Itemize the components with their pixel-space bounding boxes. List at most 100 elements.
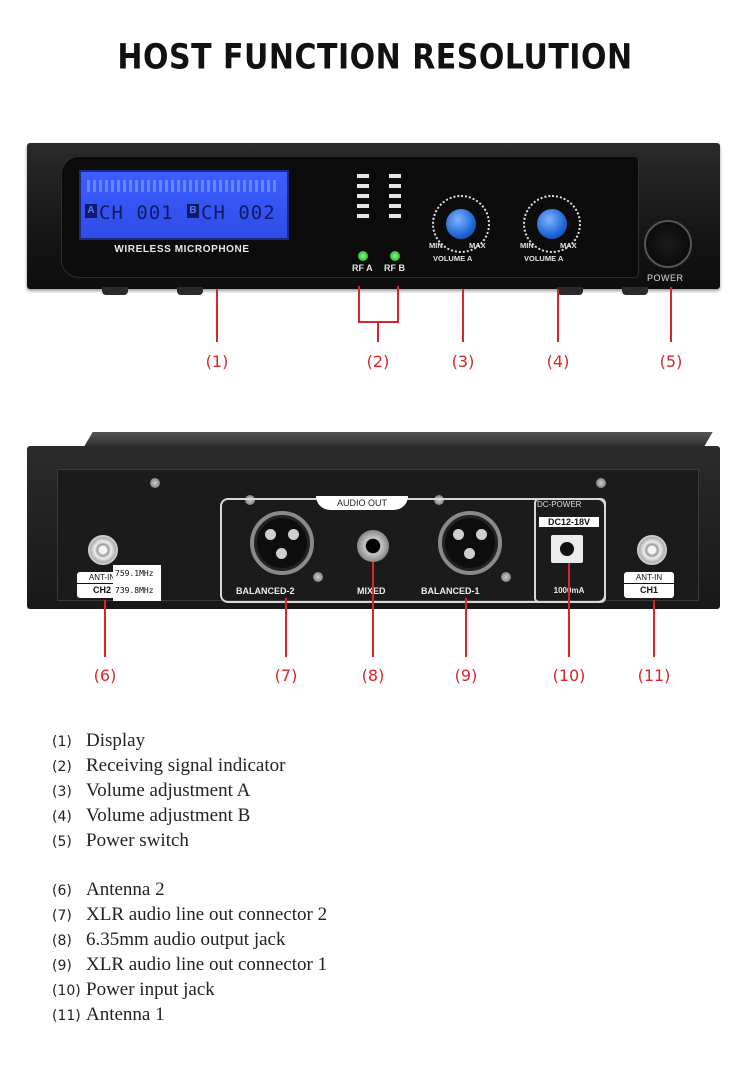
volume-a-knob[interactable] bbox=[446, 209, 476, 239]
lcd-level-row bbox=[87, 180, 277, 192]
volume-b-knob[interactable] bbox=[537, 209, 567, 239]
dc-power-jack bbox=[551, 535, 583, 563]
legend-text: Receiving signal indicator bbox=[86, 755, 286, 776]
legend-item: (5) Power switch bbox=[52, 828, 452, 853]
screw bbox=[596, 478, 606, 488]
volume-b-scale bbox=[523, 195, 581, 253]
lcd-display: A CH 001 B CH 002 bbox=[79, 170, 289, 240]
mixed-label: MIXED bbox=[357, 586, 386, 596]
dc-power-panel bbox=[534, 498, 606, 603]
rf-a-led bbox=[358, 251, 368, 261]
callout-number-5: (5) bbox=[659, 352, 683, 371]
rf-b-bars bbox=[389, 174, 401, 224]
volume-b-min: MIN bbox=[520, 241, 534, 250]
legend-item: (4) Volume adjustment B bbox=[52, 803, 452, 828]
rf-a-label: RF A bbox=[352, 263, 373, 273]
balanced-2-label: BALANCED-2 bbox=[236, 586, 295, 596]
legend-number: (11) bbox=[52, 1008, 81, 1024]
front-foot bbox=[102, 287, 128, 295]
screw bbox=[501, 572, 511, 582]
callout-line-1 bbox=[216, 289, 218, 342]
callout-line-2 bbox=[377, 321, 379, 342]
legend-item: (7) XLR audio line out connector 2 bbox=[52, 902, 452, 927]
legend-front: (1) Display (2) Receiving signal indicator… bbox=[52, 728, 452, 853]
legend-number: (7) bbox=[52, 908, 72, 924]
legend-number: (3) bbox=[52, 784, 72, 800]
legend-item: (6) Antenna 2 bbox=[52, 877, 452, 902]
legend-text: Power switch bbox=[86, 830, 189, 851]
legend-number: (6) bbox=[52, 883, 72, 899]
callout-line-6 bbox=[104, 600, 106, 657]
xlr-balanced-1 bbox=[438, 511, 502, 575]
legend-number: (9) bbox=[52, 958, 72, 974]
dc-voltage-label: DC12-18V bbox=[539, 517, 599, 527]
callout-line-10 bbox=[568, 563, 570, 657]
callout-number-6: (6) bbox=[93, 666, 117, 685]
legend-item: (8) 6.35mm audio output jack bbox=[52, 927, 452, 952]
legend-item: (10) Power input jack bbox=[52, 977, 452, 1002]
legend-item: (9) XLR audio line out connector 1 bbox=[52, 952, 452, 977]
rf-b-label: RF B bbox=[384, 263, 405, 273]
rf-b-led bbox=[390, 251, 400, 261]
legend-number: (8) bbox=[52, 933, 72, 949]
legend-item: (2) Receiving signal indicator bbox=[52, 753, 452, 778]
legend-number: (1) bbox=[52, 734, 72, 750]
legend-rear: (6) Antenna 2 (7) XLR audio line out conne… bbox=[52, 877, 452, 1027]
brand-line: WIRELESS MICROPHONE bbox=[114, 244, 250, 255]
legend-number: (4) bbox=[52, 809, 72, 825]
antenna-1-label-top: ANT-IN bbox=[624, 572, 674, 584]
antenna-1-label: ANT-IN CH1 bbox=[624, 572, 674, 598]
legend-text: XLR audio line out connector 1 bbox=[86, 954, 328, 975]
callout-number-9: (9) bbox=[454, 666, 478, 685]
frequency-1: 759.1MHz bbox=[115, 569, 154, 578]
legend-text: Volume adjustment B bbox=[86, 805, 251, 826]
lcd-channel-a: CH 001 bbox=[99, 202, 174, 224]
legend-item: (1) Display bbox=[52, 728, 452, 753]
callout-line-7 bbox=[285, 598, 287, 657]
callout-line-2b bbox=[397, 286, 399, 322]
front-foot bbox=[177, 287, 203, 295]
receiver-front-panel: A CH 001 B CH 002 WIRELESS MICROPHONE RF… bbox=[27, 143, 720, 295]
legend-number: (2) bbox=[52, 759, 72, 775]
legend-text: Display bbox=[86, 730, 146, 751]
antenna-2-connector bbox=[88, 535, 118, 565]
volume-a-max: MAX bbox=[469, 241, 486, 250]
callout-number-10: (10) bbox=[552, 666, 586, 685]
callout-line-3 bbox=[462, 289, 464, 342]
antenna-1-label-bottom: CH1 bbox=[639, 585, 658, 595]
callout-line-11 bbox=[653, 600, 655, 657]
volume-a-min: MIN bbox=[429, 241, 443, 250]
legend-text: XLR audio line out connector 2 bbox=[86, 904, 328, 925]
volume-b-max: MAX bbox=[560, 241, 577, 250]
callout-line-2a bbox=[358, 286, 360, 322]
dc-power-title: DC-POWER bbox=[537, 500, 582, 509]
legend-number: (10) bbox=[52, 983, 81, 999]
xlr-balanced-2 bbox=[250, 511, 314, 575]
callout-line-5 bbox=[670, 287, 672, 342]
legend-number: (5) bbox=[52, 834, 72, 850]
frequency-2: 739.8MHz bbox=[115, 586, 154, 595]
callout-number-4: (4) bbox=[546, 352, 570, 371]
volume-a-scale bbox=[432, 195, 490, 253]
legend-text: Power input jack bbox=[86, 979, 215, 1000]
lcd-channel-b: CH 002 bbox=[201, 202, 276, 224]
callout-number-8: (8) bbox=[361, 666, 385, 685]
lcd-tag-b: B bbox=[187, 204, 199, 218]
power-button[interactable] bbox=[644, 220, 692, 268]
screw bbox=[434, 495, 444, 505]
callout-line-8 bbox=[372, 562, 374, 657]
callout-line-4 bbox=[557, 289, 559, 342]
legend-text: Volume adjustment A bbox=[86, 780, 251, 801]
legend-text: Antenna 2 bbox=[86, 879, 165, 900]
lcd-tag-a: A bbox=[85, 204, 97, 218]
callout-number-11: (11) bbox=[637, 666, 671, 685]
legend-text: 6.35mm audio output jack bbox=[86, 929, 286, 950]
antenna-2-label-bottom: CH2 bbox=[92, 585, 111, 595]
balanced-1-label: BALANCED-1 bbox=[421, 586, 480, 596]
callout-line-9 bbox=[465, 598, 467, 657]
legend-item: (11) Antenna 1 bbox=[52, 1002, 452, 1027]
callout-number-3: (3) bbox=[451, 352, 475, 371]
mixed-audio-jack bbox=[357, 530, 389, 562]
power-label: POWER bbox=[647, 273, 684, 283]
legend-text: Antenna 1 bbox=[86, 1004, 165, 1025]
